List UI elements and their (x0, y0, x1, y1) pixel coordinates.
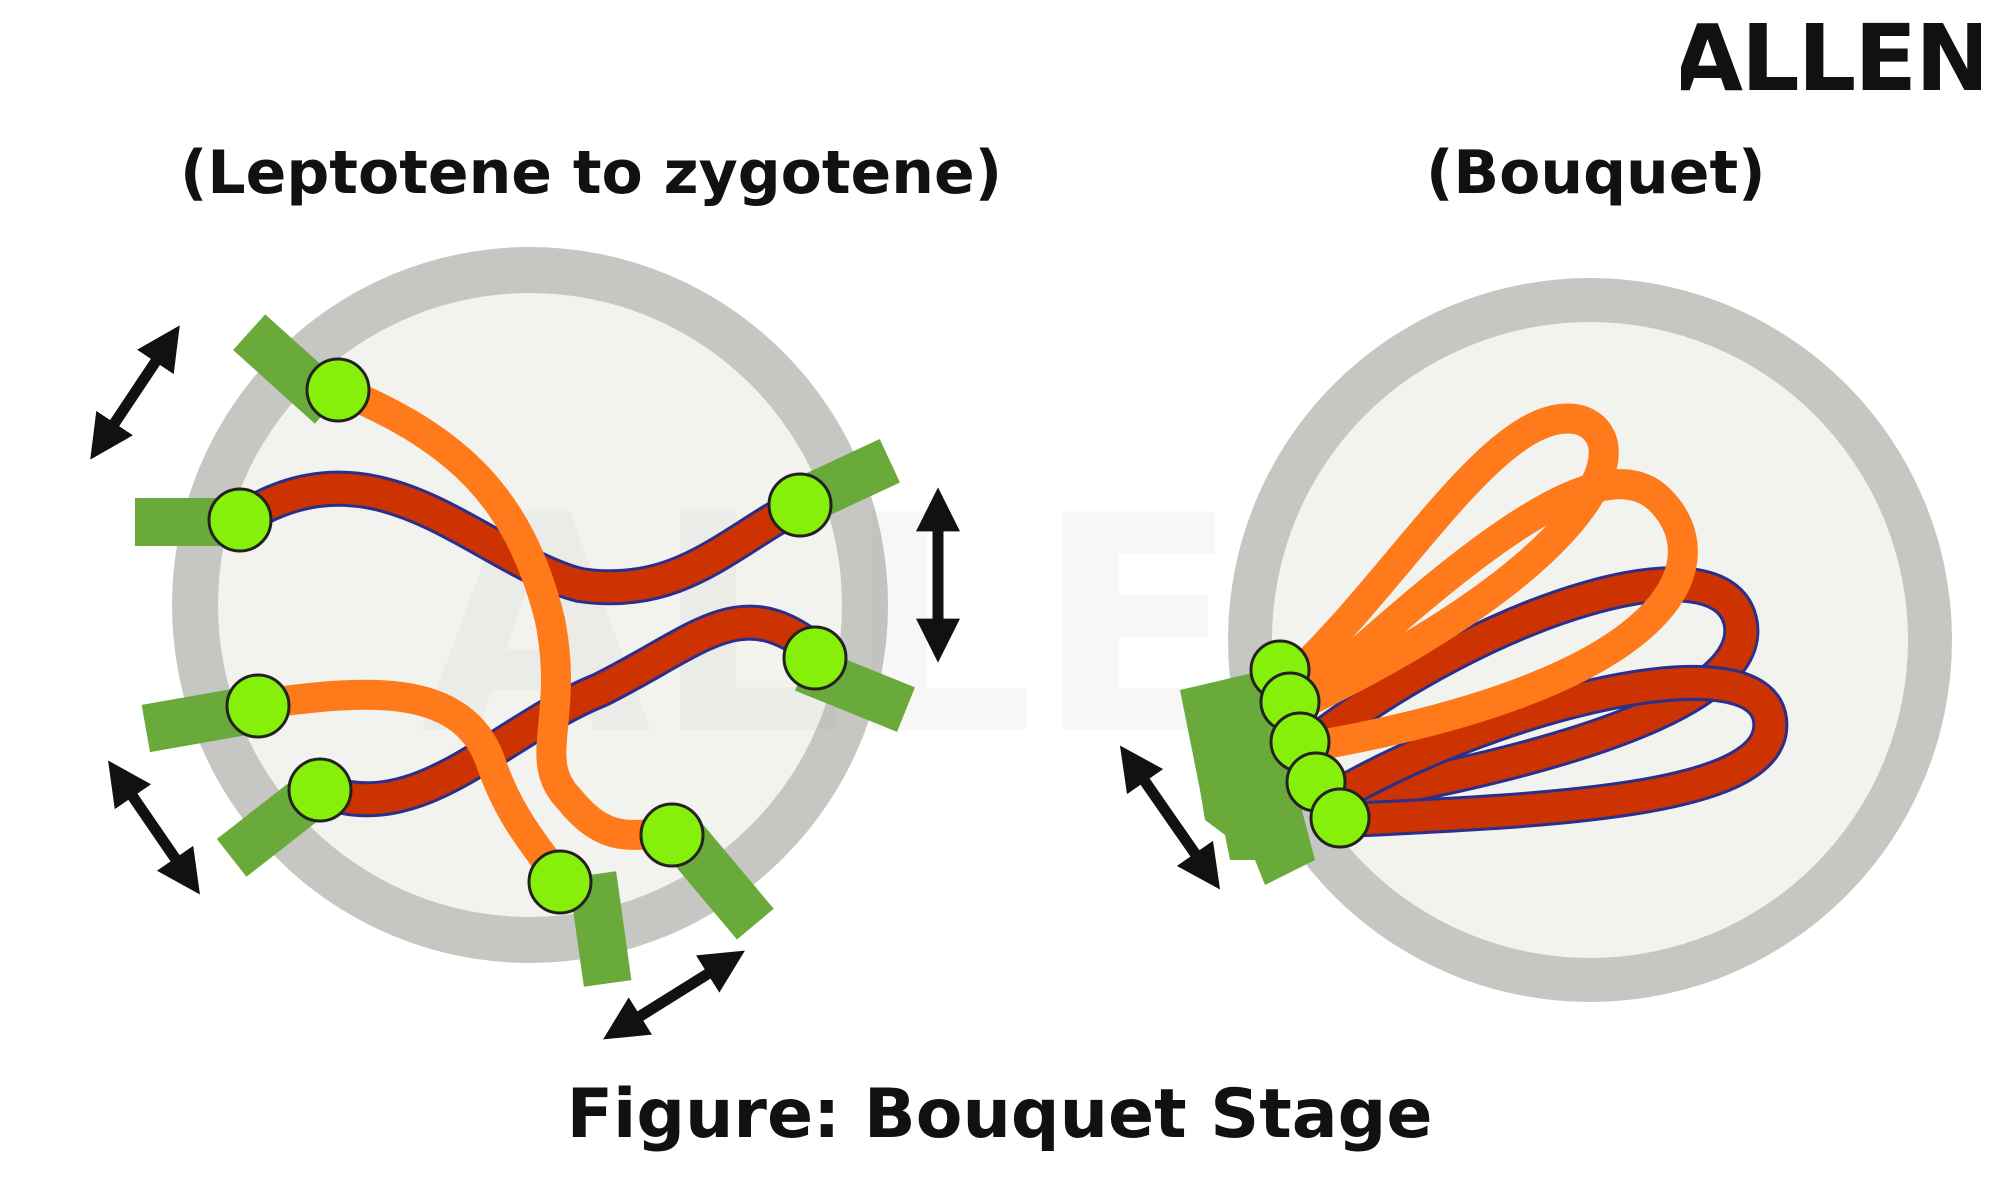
right-panel-label: (Bouquet) (1426, 138, 1766, 208)
left-red-chromosomes (222, 470, 833, 818)
left-orange-chromosomes (240, 375, 687, 895)
allen-logo: ALLEN (1681, 8, 1981, 108)
left-arrows (90, 325, 960, 1040)
right-arrows (1119, 745, 1221, 890)
figure-caption: Figure: Bouquet Stage (566, 1075, 1433, 1154)
right-attachment-plate (1180, 670, 1315, 885)
left-panel-label: (Leptotene to zygotene) (180, 138, 1003, 208)
double-headed-arrow-icon (90, 325, 180, 460)
right-red-loops (1292, 566, 1789, 838)
double-headed-arrow-icon (1119, 745, 1221, 890)
left-telomere-dots (207, 357, 848, 915)
right-telomere-dots (1249, 639, 1371, 849)
right-orange-loops (1275, 403, 1698, 760)
double-headed-arrow-icon (108, 760, 200, 895)
double-headed-arrow-icon (603, 950, 745, 1040)
svg-text:ALLEN: ALLEN (1681, 8, 1981, 108)
